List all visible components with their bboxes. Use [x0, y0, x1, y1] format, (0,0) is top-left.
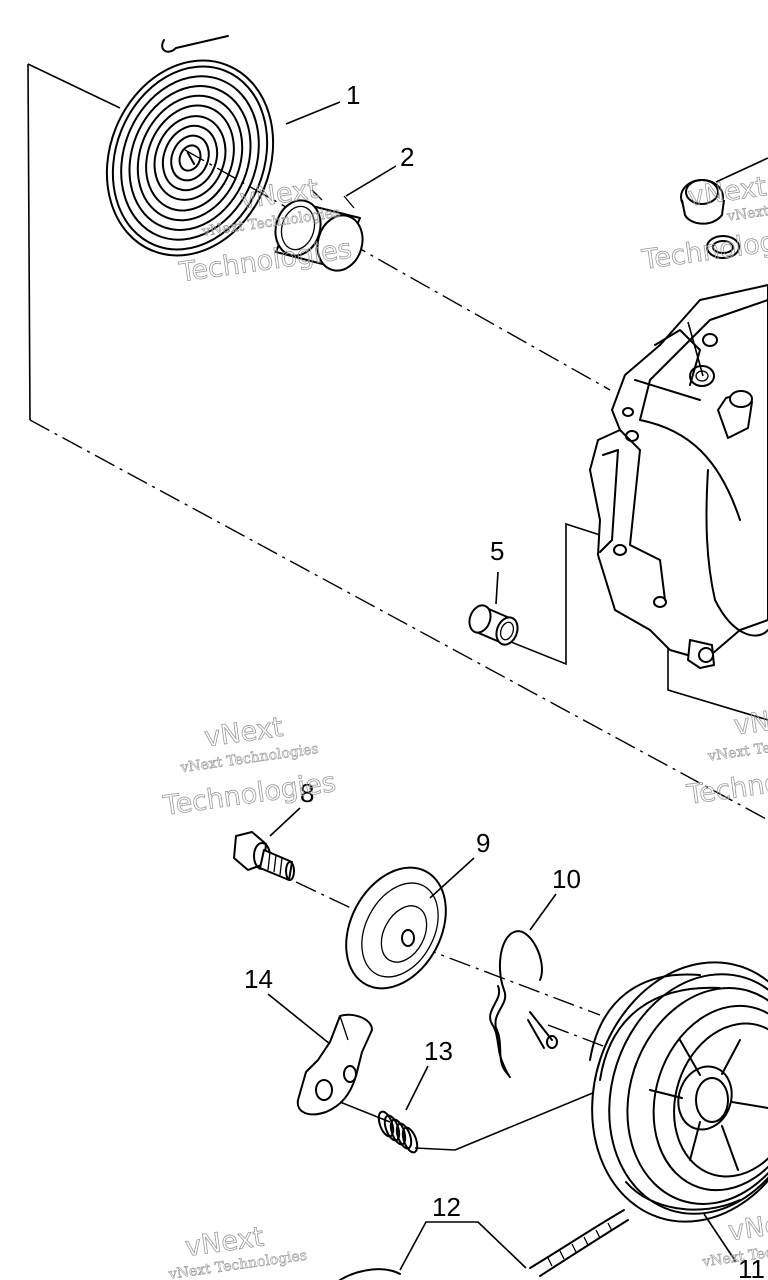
callout-11: 11 [738, 1254, 765, 1280]
callout-13: 13 [424, 1036, 453, 1066]
svg-text:vNext: vNext [732, 700, 768, 742]
svg-text:Technologies: Technologies [684, 756, 768, 811]
small-bushing-part [468, 604, 519, 646]
recoil-spring-part [105, 59, 275, 257]
friction-plate-part [345, 866, 447, 990]
small-spring-part [377, 1110, 419, 1154]
callout-10: 10 [552, 864, 581, 894]
rope-part [339, 1209, 629, 1280]
bushing-part [274, 189, 364, 272]
cap-part [680, 157, 768, 225]
starter-housing-part [589, 284, 768, 669]
bolt-part [233, 831, 295, 881]
leader-lines [267, 101, 737, 1271]
spring-clip-part [489, 930, 558, 1079]
rope-pulley-part [589, 961, 768, 1223]
callout-14: 14 [244, 964, 273, 994]
callout-8: 8 [300, 778, 314, 808]
spring-hook-end [161, 35, 229, 53]
pawl-part [296, 1013, 373, 1116]
callout-12: 12 [432, 1192, 461, 1222]
callout-1: 1 [346, 80, 360, 110]
callout-2: 2 [400, 142, 414, 172]
svg-text:Technologies: Technologies [639, 221, 768, 276]
washer-ring-part [706, 235, 740, 259]
callout-9: 9 [476, 828, 490, 858]
svg-text:Technologies: Technologies [177, 234, 354, 289]
svg-text:vNext: vNext [726, 1206, 768, 1248]
callout-5: 5 [490, 536, 504, 566]
callout-labels: 1 2 5 8 9 10 11 12 13 14 [244, 80, 765, 1280]
